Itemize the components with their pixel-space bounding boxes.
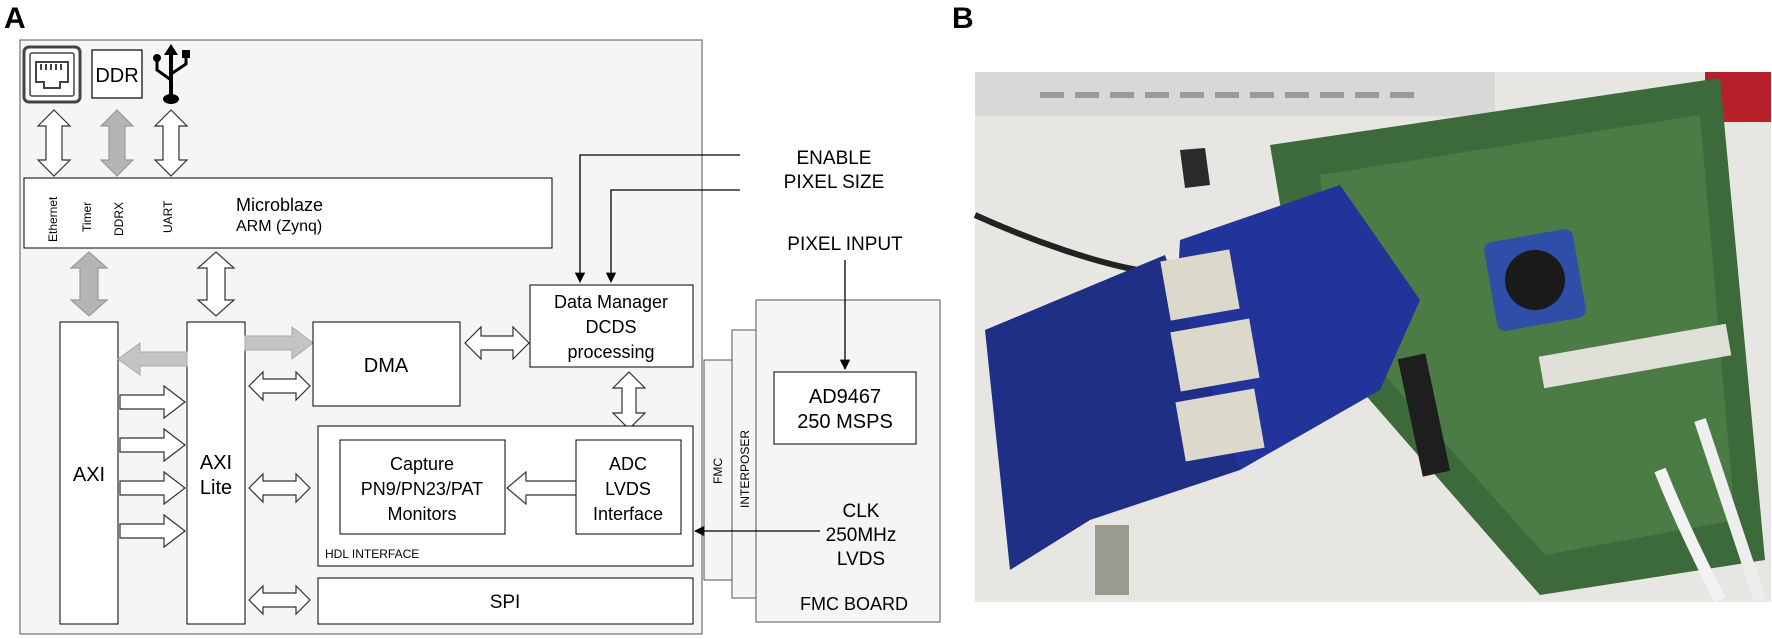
adc-line-2: LVDS <box>605 479 651 499</box>
ddr-box <box>91 49 143 99</box>
axi-box <box>59 321 119 625</box>
interposer-label: INTERPOSER <box>738 430 752 508</box>
capture-line-3: Monitors <box>387 504 456 524</box>
interposer-box <box>731 329 757 599</box>
dma-datamanager-arrow <box>464 325 530 361</box>
axi-output-arrows <box>119 384 186 549</box>
adc-box <box>575 439 682 535</box>
axi-lite-box <box>186 321 246 625</box>
axi-lite-label-2: Lite <box>200 477 232 499</box>
pixel-size-label: PIXEL SIZE <box>784 172 885 193</box>
data-manager-line-1: Data Manager <box>554 292 668 312</box>
capture-line-2: PN9/PN23/PAT <box>361 479 483 499</box>
processor-subtitle: ARM (Zynq) <box>236 218 322 235</box>
fmc-connector-box <box>703 359 733 581</box>
usb-bus-arrow <box>153 109 189 177</box>
processor-axi-arrow <box>69 251 109 317</box>
fmc-board-label: FMC BOARD <box>800 594 908 614</box>
processor-box <box>23 177 553 249</box>
panel-label-a: A <box>4 2 26 35</box>
capture-line-1: Capture <box>390 454 454 474</box>
processor-axilite-arrow <box>196 251 236 317</box>
clk-label-1: CLK <box>843 501 880 522</box>
spi-label: SPI <box>490 592 521 613</box>
capture-box <box>339 439 506 535</box>
pixel-input-label: PIXEL INPUT <box>787 234 903 255</box>
axi-label: AXI <box>73 464 105 486</box>
dma-box <box>312 321 461 407</box>
fmc-board-box <box>755 299 941 623</box>
adc-line-3: Interface <box>593 504 663 524</box>
processor-title: Microblaze <box>236 195 323 215</box>
enable-line <box>574 154 740 284</box>
data-manager-box <box>529 284 694 368</box>
ad9467-line-1: AD9467 <box>809 386 881 408</box>
ethernet-port-icon <box>22 45 82 104</box>
panel-label-b: B <box>952 2 974 35</box>
adc-line-1: ADC <box>609 454 647 474</box>
port-timer-label: Timer <box>80 202 94 232</box>
port-ethernet-label: Ethernet <box>46 196 60 242</box>
hardware-photo <box>973 72 1771 603</box>
port-ddrx-label: DDRX <box>112 202 126 236</box>
enable-label: ENABLE <box>797 148 872 169</box>
pixel-size-line <box>605 189 740 284</box>
ad9467-line-2: 250 MSPS <box>797 411 893 433</box>
fmc-label: FMC <box>711 458 725 484</box>
clk-label-3: LVDS <box>837 549 885 570</box>
adc-capture-arrow <box>506 470 577 506</box>
data-manager-line-2: DCDS <box>585 317 636 337</box>
ethernet-bus-arrow <box>36 109 72 177</box>
ad9467-box <box>773 371 917 445</box>
axilite-to-axi-arrow <box>117 342 188 376</box>
port-uart-label: UART <box>161 200 175 233</box>
ddr-bus-arrow <box>99 109 135 177</box>
dma-label: DMA <box>364 355 409 377</box>
axilite-spi-arrow <box>248 584 311 616</box>
ddr-label: DDR <box>95 65 138 87</box>
clk-label-2: 250MHz <box>826 525 897 546</box>
data-manager-line-3: processing <box>567 342 654 362</box>
axilite-hdl-arrow <box>248 472 311 504</box>
axilite-dma-arrow <box>248 370 311 402</box>
usb-icon <box>153 44 190 104</box>
axi-lite-label-1: AXI <box>200 452 232 474</box>
hdl-interface-label: HDL INTERFACE <box>325 547 419 561</box>
spi-box <box>317 577 694 625</box>
axilite-to-dma-arrow <box>244 325 314 361</box>
